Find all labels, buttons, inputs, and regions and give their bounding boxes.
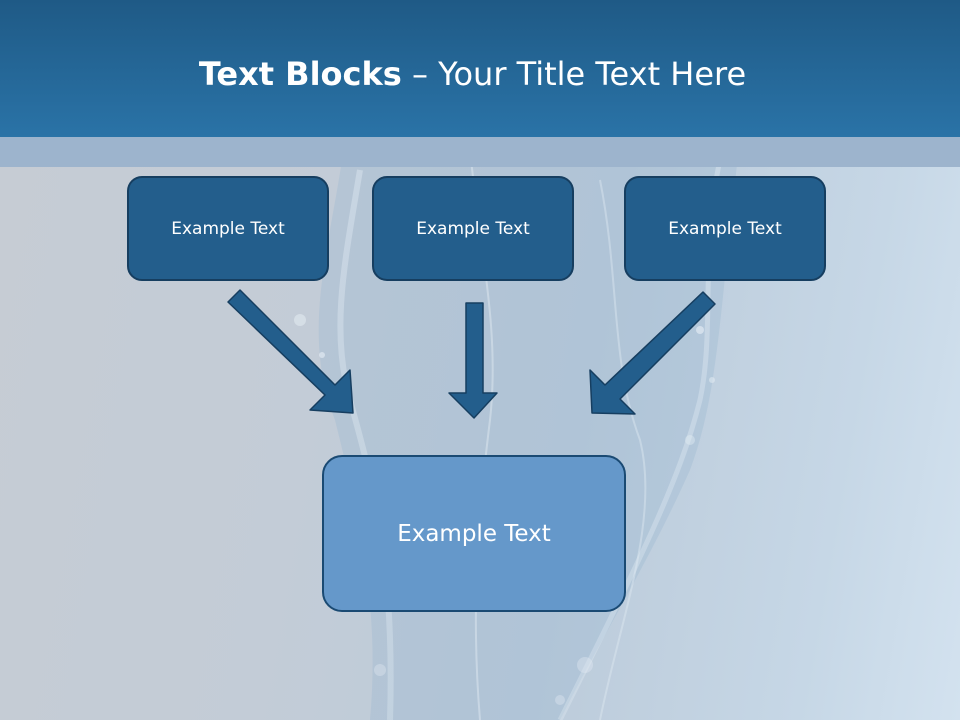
slide-title-dash: – [401, 55, 439, 93]
text-block-2-label: Example Text [416, 218, 530, 239]
slide-title-rest: Your Title Text Here [438, 55, 747, 93]
arrow-left-diagonal [227, 289, 354, 414]
text-block-1: Example Text [127, 176, 329, 281]
slide-title: Text Blocks – Your Title Text Here [0, 52, 945, 96]
text-block-3: Example Text [624, 176, 826, 281]
text-block-3-label: Example Text [668, 218, 782, 239]
header-band [0, 0, 960, 137]
result-text-block-label: Example Text [397, 520, 551, 547]
result-text-block: Example Text [322, 455, 626, 612]
accent-strip [0, 137, 960, 167]
arrow-center-down [448, 302, 498, 419]
text-block-2: Example Text [372, 176, 574, 281]
slide-title-bold: Text Blocks [198, 55, 402, 93]
text-block-1-label: Example Text [171, 218, 285, 239]
arrow-right-diagonal [589, 291, 716, 415]
